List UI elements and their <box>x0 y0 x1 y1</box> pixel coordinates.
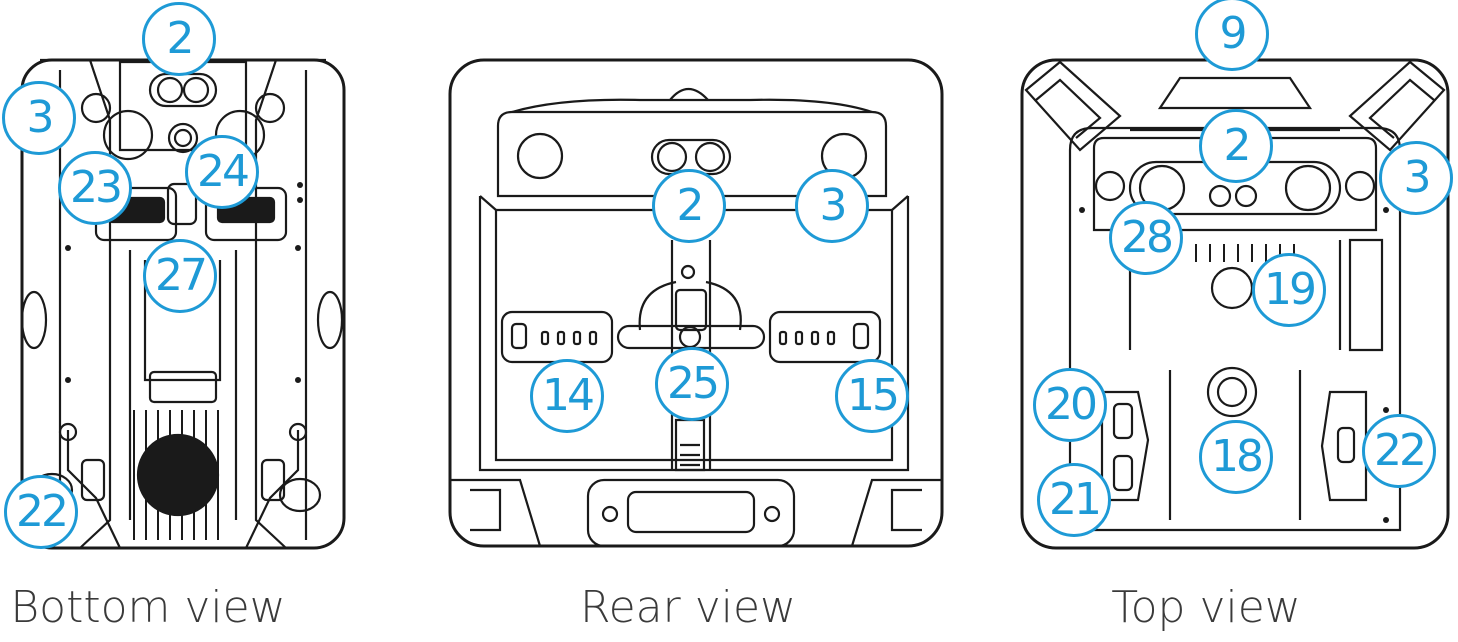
callout-9: 9 <box>1195 0 1269 71</box>
callout-19: 19 <box>1252 253 1326 327</box>
callout-3: 3 <box>1379 141 1453 215</box>
callout-2: 2 <box>652 169 726 243</box>
callout-24: 24 <box>185 135 259 209</box>
callout-22: 22 <box>4 475 78 549</box>
callout-28: 28 <box>1109 201 1183 275</box>
callout-2: 2 <box>142 2 216 76</box>
bottom-view-caption: Bottom view <box>10 582 286 633</box>
callout-3: 3 <box>2 81 76 155</box>
callout-22: 22 <box>1362 414 1436 488</box>
bottom-view-panel: 2 3 23 24 27 22 <box>0 0 360 560</box>
callout-14: 14 <box>530 359 604 433</box>
rear-view-drawing <box>448 58 944 548</box>
callout-27: 27 <box>143 239 217 313</box>
callout-25: 25 <box>655 347 729 421</box>
callout-2: 2 <box>1199 109 1273 183</box>
callout-15: 15 <box>835 359 909 433</box>
top-view-panel: 9 2 3 28 19 20 18 21 22 <box>1010 0 1458 560</box>
callout-20: 20 <box>1033 368 1107 442</box>
callout-21: 21 <box>1037 463 1111 537</box>
top-view-caption: Top view <box>1111 582 1301 633</box>
callout-3: 3 <box>795 169 869 243</box>
rear-view-caption: Rear view <box>579 582 797 633</box>
callout-18: 18 <box>1199 420 1273 494</box>
callout-23: 23 <box>58 151 132 225</box>
rear-view-panel: 2 3 14 25 15 <box>440 0 950 560</box>
